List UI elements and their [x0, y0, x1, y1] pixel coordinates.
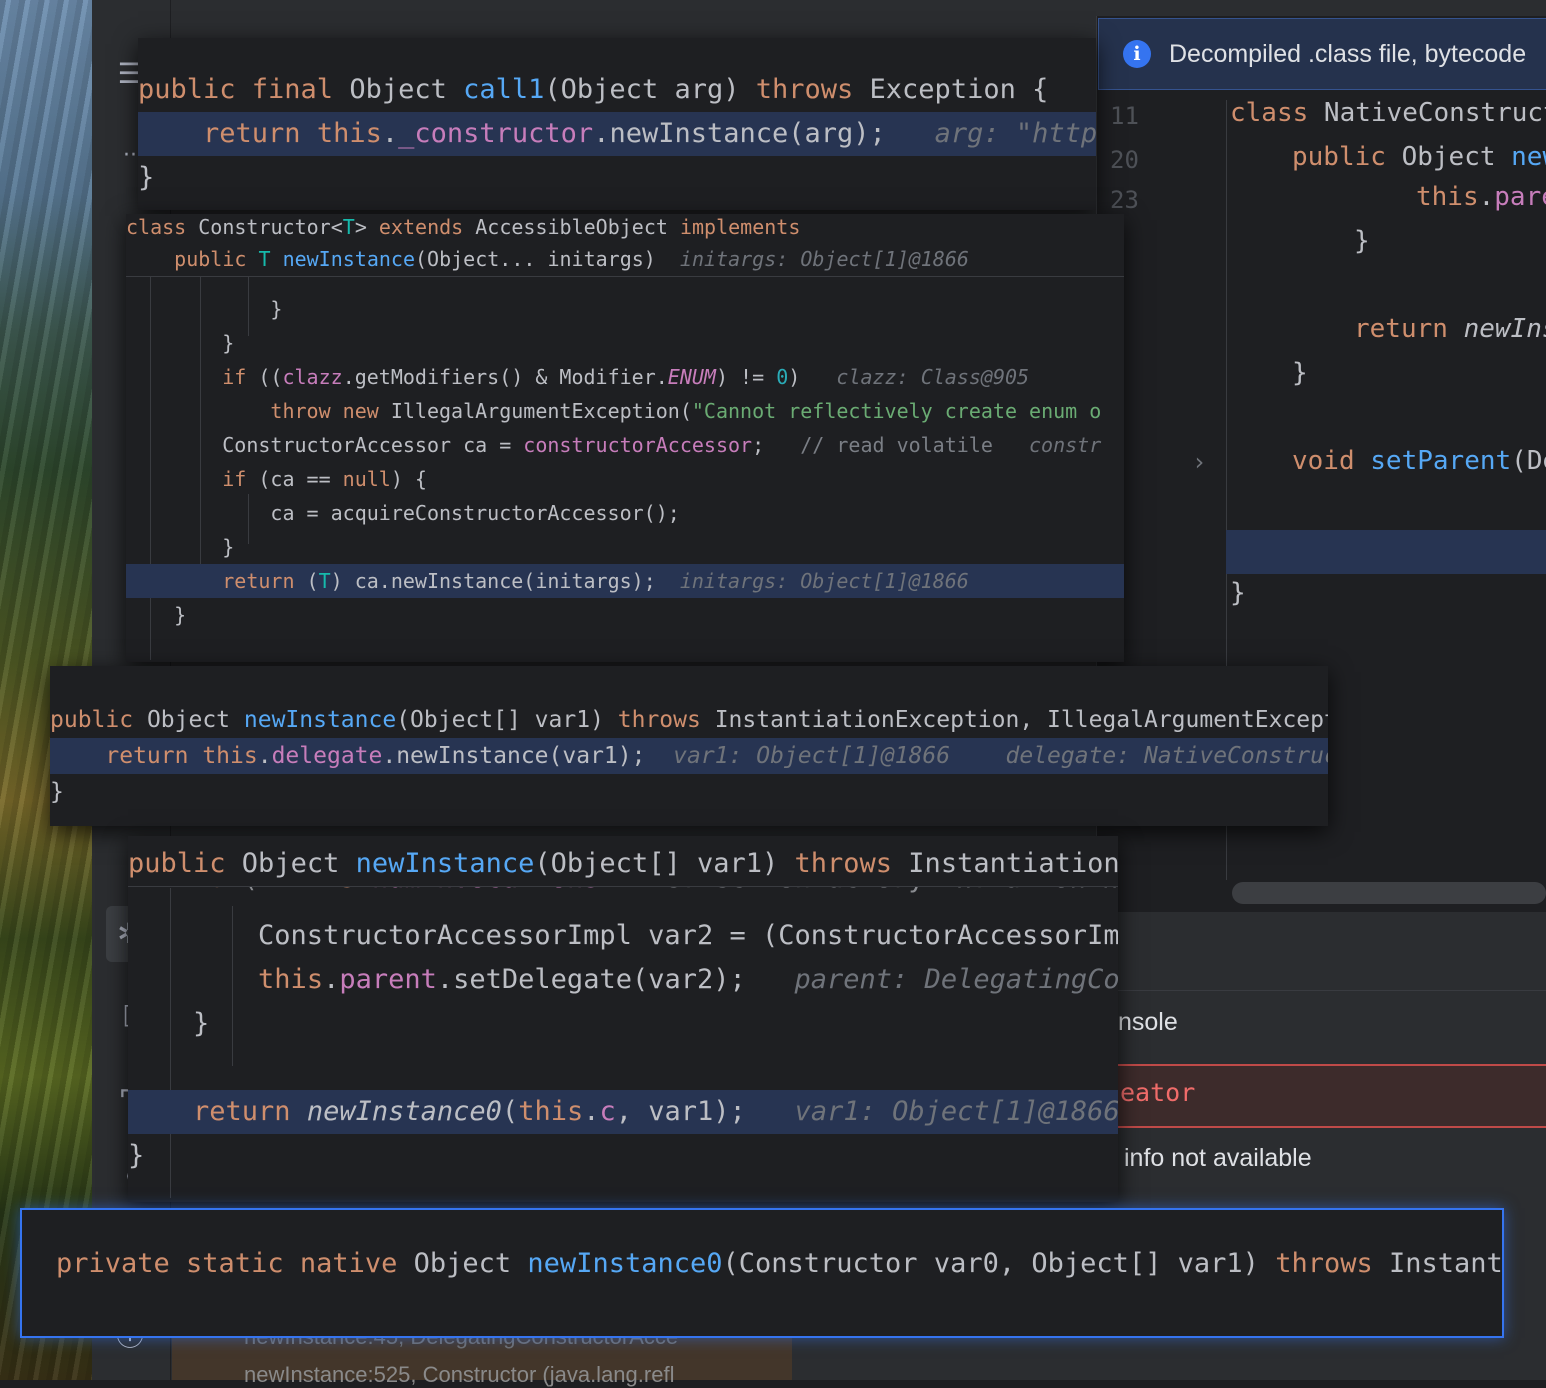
indent-guide — [200, 276, 201, 566]
indent-guide — [248, 276, 249, 336]
code-line: class Constructor<T> extends AccessibleO… — [126, 215, 801, 239]
code-line: } — [128, 1008, 210, 1039]
code-line: void setParent(De — [1292, 446, 1546, 476]
code-line-highlighted: return newInstance0(this.c, var1); var1:… — [128, 1090, 1118, 1134]
code-line: public Object new — [1292, 142, 1546, 172]
code-line: } — [150, 535, 235, 559]
inline-popup-native-accessor: if (++this.numInvocations > ReflectionFa… — [128, 836, 1118, 1202]
code-line: } — [1292, 358, 1308, 388]
line-number: 20 — [1110, 146, 1139, 174]
line-number: 23 — [1110, 186, 1139, 214]
code-line: } — [150, 297, 283, 321]
console-tab[interactable]: nsole — [1118, 1008, 1178, 1036]
code-line: } — [150, 603, 187, 627]
code-line: ConstructorAccessorImpl var2 = (Construc… — [128, 920, 1118, 951]
indent-guide — [150, 276, 151, 660]
code-line: } — [1354, 226, 1370, 256]
code-line: public T newInstance(Object... initargs)… — [174, 247, 969, 271]
inline-popup-delegating: public Object newInstance(Object[] var1)… — [50, 666, 1328, 826]
more-icon[interactable]: ·· — [123, 143, 137, 168]
code-line: } — [138, 162, 155, 193]
code-line: } — [128, 1140, 145, 1171]
indent-guide — [1226, 100, 1227, 880]
code-line-highlighted: return this._constructor.newInstance(arg… — [138, 112, 1096, 156]
indent-guide — [248, 494, 249, 544]
code-line: private static native Object newInstance… — [56, 1248, 1503, 1279]
info-icon: i — [1123, 40, 1151, 68]
code-line-highlighted: return this.delegate.newInstance(var1); … — [50, 738, 1328, 774]
code-line: throw new IllegalArgumentException("Cann… — [270, 399, 1102, 423]
code-line: public Object newInstance(Object[] var1)… — [50, 707, 1328, 733]
code-line: } — [150, 331, 235, 355]
selected-frame-row[interactable] — [1118, 1064, 1546, 1128]
code-line-highlighted: return (T) ca.newInstance(initargs); ini… — [126, 564, 1124, 598]
horizontal-scrollbar[interactable] — [1232, 882, 1546, 904]
code-line: } — [1230, 578, 1246, 608]
code-line: return newIns — [1354, 314, 1546, 344]
code-line: this.parent.setDelegate(var2); parent: D… — [258, 964, 1118, 995]
indent-guide — [170, 888, 171, 1198]
frame-item[interactable]: newInstance:525, Constructor (java.lang.… — [244, 1362, 675, 1387]
notice-text: Decompiled .class file, bytecode — [1169, 39, 1527, 68]
code-line: this.pare — [1416, 182, 1546, 212]
code-line: ca = acquireConstructorAccessor(); — [150, 501, 680, 525]
code-line: class NativeConstruct — [1230, 98, 1546, 128]
popup-sticky-header: class Constructor<T> extends AccessibleO… — [126, 214, 1124, 277]
code-line: ConstructorAccessor ca = constructorAcce… — [150, 433, 1102, 457]
panel-divider — [1118, 990, 1546, 991]
popup-sticky-header: public Object newInstance(Object[] var1)… — [128, 842, 1118, 887]
code-line: public final Object call1(Object arg) th… — [138, 74, 1096, 105]
code-line: if (ca == null) { — [222, 467, 427, 491]
line-number: 11 — [1110, 102, 1139, 130]
code-line: if ((clazz.getModifiers() & Modifier.ENU… — [222, 365, 1030, 389]
code-line: } — [50, 779, 64, 805]
chevron-right-icon[interactable]: › — [1192, 448, 1207, 476]
inline-popup-constructor: class Constructor<T> extends AccessibleO… — [126, 214, 1124, 662]
indent-guide — [232, 906, 233, 1066]
code-line — [128, 1046, 1118, 1090]
frame-label: eator — [1120, 1078, 1196, 1107]
inline-popup-call1: public final Object call1(Object arg) th… — [138, 38, 1096, 210]
current-line-highlight — [1226, 530, 1546, 574]
inline-popup-native-method[interactable]: private static native Object newInstance… — [20, 1208, 1504, 1338]
decompiled-notice-banner: i Decompiled .class file, bytecode — [1098, 18, 1546, 90]
frame-info-text: info not available — [1124, 1144, 1312, 1172]
